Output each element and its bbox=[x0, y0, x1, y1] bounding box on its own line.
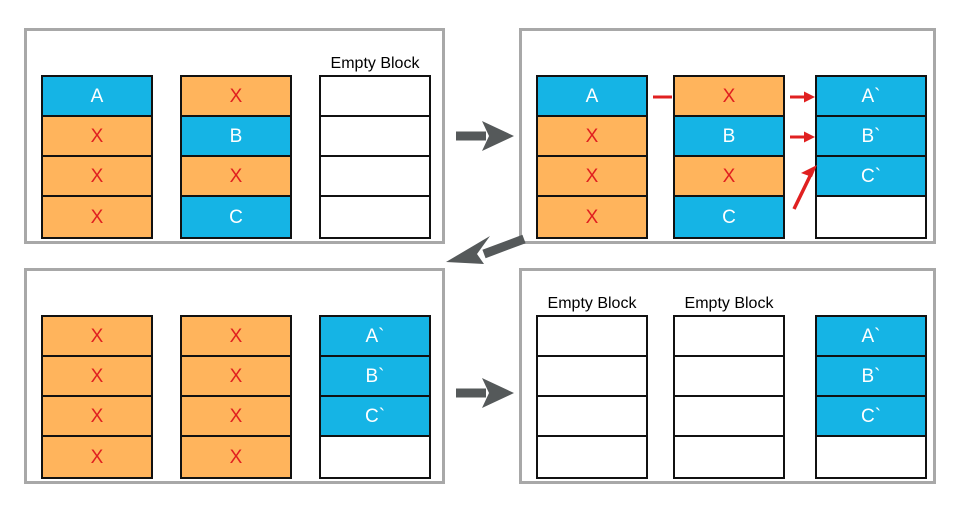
block-cell[interactable]: X bbox=[538, 117, 646, 157]
flow-arrow-top-icon bbox=[456, 119, 516, 153]
block-cell[interactable] bbox=[538, 357, 646, 397]
block-cell[interactable]: X bbox=[538, 157, 646, 197]
flow-arrow-middle-icon bbox=[444, 234, 526, 272]
block-stack: A X X X bbox=[536, 75, 648, 239]
column-stage3-2: A` B` C` bbox=[319, 315, 431, 479]
block-cell[interactable]: B bbox=[182, 117, 290, 157]
block-stack: X B X C bbox=[673, 75, 785, 239]
block-stack: X B X C bbox=[180, 75, 292, 239]
block-stack: X X X X bbox=[41, 315, 153, 479]
panel-stage-3: X X X X X X X X A` B` C` bbox=[24, 268, 445, 484]
panel-stage-1: A X X X X B X C Empty Block bbox=[24, 28, 445, 244]
column-stage1-0: A X X X bbox=[41, 75, 153, 239]
block-cell[interactable]: X bbox=[43, 397, 151, 437]
block-cell[interactable] bbox=[538, 437, 646, 477]
column-stage2-0: A X X X bbox=[536, 75, 648, 239]
panel-stage-4: Empty Block Empty Block A` B` C` bbox=[519, 268, 936, 484]
block-cell[interactable] bbox=[675, 437, 783, 477]
block-cell[interactable] bbox=[817, 437, 925, 477]
column-stage3-1: X X X X bbox=[180, 315, 292, 479]
empty-block-label: Empty Block bbox=[684, 295, 774, 312]
block-cell[interactable]: X bbox=[43, 357, 151, 397]
copy-a-arrow-icon bbox=[790, 91, 816, 103]
copy-dash-icon bbox=[652, 93, 674, 101]
block-cell[interactable]: C bbox=[675, 197, 783, 237]
empty-block-label: Empty Block bbox=[330, 55, 420, 72]
block-cell[interactable]: X bbox=[182, 437, 290, 477]
block-stack bbox=[673, 315, 785, 479]
block-stack bbox=[536, 315, 648, 479]
column-stage4-1: Empty Block bbox=[673, 296, 785, 479]
block-cell[interactable]: X bbox=[43, 317, 151, 357]
block-cell[interactable] bbox=[675, 357, 783, 397]
column-stage2-2: A` B` C` bbox=[815, 75, 927, 239]
column-stage4-2: A` B` C` bbox=[815, 315, 927, 479]
copy-c-arrow-icon bbox=[788, 161, 822, 213]
block-cell[interactable]: X bbox=[43, 437, 151, 477]
column-stage1-1: X B X C bbox=[180, 75, 292, 239]
block-cell[interactable] bbox=[675, 317, 783, 357]
block-stack: A` B` C` bbox=[319, 315, 431, 479]
block-cell[interactable]: A bbox=[538, 77, 646, 117]
copy-b-arrow-icon bbox=[790, 131, 816, 143]
block-cell[interactable]: C` bbox=[321, 397, 429, 437]
block-cell[interactable]: X bbox=[182, 77, 290, 117]
block-cell[interactable]: X bbox=[43, 117, 151, 157]
column-stage1-2: Empty Block bbox=[319, 56, 431, 239]
block-stack: A` B` C` bbox=[815, 75, 927, 239]
block-cell[interactable]: B` bbox=[817, 117, 925, 157]
block-stack: A X X X bbox=[41, 75, 153, 239]
column-stage2-1: X B X C bbox=[673, 75, 785, 239]
block-cell[interactable]: X bbox=[675, 77, 783, 117]
block-cell[interactable]: B` bbox=[817, 357, 925, 397]
block-cell[interactable]: X bbox=[538, 197, 646, 237]
block-cell[interactable] bbox=[538, 397, 646, 437]
block-cell[interactable]: X bbox=[43, 157, 151, 197]
block-cell[interactable]: X bbox=[182, 317, 290, 357]
block-stack bbox=[319, 75, 431, 239]
block-cell[interactable] bbox=[817, 197, 925, 237]
block-cell[interactable]: B` bbox=[321, 357, 429, 397]
block-cell[interactable]: C bbox=[182, 197, 290, 237]
column-stage4-0: Empty Block bbox=[536, 296, 648, 479]
panel-stage-2: A X X X X B X C A` B` C` bbox=[519, 28, 936, 244]
block-cell[interactable]: B bbox=[675, 117, 783, 157]
block-cell[interactable]: A bbox=[43, 77, 151, 117]
block-cell[interactable] bbox=[675, 397, 783, 437]
block-cell[interactable]: X bbox=[182, 357, 290, 397]
block-cell[interactable] bbox=[321, 197, 429, 237]
block-cell[interactable]: C` bbox=[817, 397, 925, 437]
block-cell[interactable] bbox=[321, 157, 429, 197]
block-stack: X X X X bbox=[180, 315, 292, 479]
block-cell[interactable]: X bbox=[182, 157, 290, 197]
block-cell[interactable]: A` bbox=[817, 317, 925, 357]
block-cell[interactable] bbox=[321, 117, 429, 157]
block-cell[interactable]: X bbox=[675, 157, 783, 197]
empty-block-label: Empty Block bbox=[547, 295, 637, 312]
block-cell[interactable] bbox=[321, 437, 429, 477]
block-cell[interactable]: X bbox=[182, 397, 290, 437]
block-cell[interactable]: A` bbox=[817, 77, 925, 117]
flow-arrow-bottom-icon bbox=[456, 376, 516, 410]
block-cell[interactable] bbox=[538, 317, 646, 357]
block-cell[interactable]: A` bbox=[321, 317, 429, 357]
block-cell[interactable]: C` bbox=[817, 157, 925, 197]
column-stage3-0: X X X X bbox=[41, 315, 153, 479]
block-cell[interactable] bbox=[321, 77, 429, 117]
block-cell[interactable]: X bbox=[43, 197, 151, 237]
block-stack: A` B` C` bbox=[815, 315, 927, 479]
